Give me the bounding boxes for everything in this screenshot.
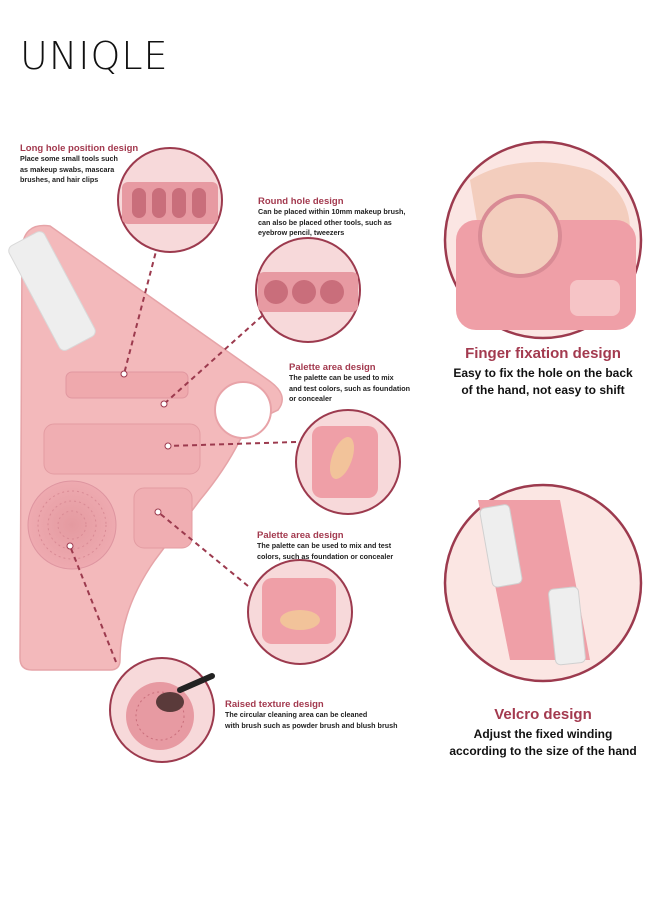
annotation-title: Round hole design [258,196,344,207]
palette-product [8,224,283,671]
annotation-desc-line: The palette can be used to mix and test [257,541,392,550]
annotation-desc-line: with brush such as powder brush and blus… [225,720,398,730]
annotation-desc-line: or concealer [289,394,332,403]
feature-desc-line: Easy to fix the hole on the back [453,366,633,380]
feature-desc-line: Adjust the fixed winding [473,727,613,741]
feature-title: Velcro design [494,706,592,723]
annotation-palette-1: Palette area design The palette can be u… [289,362,449,405]
feature-desc-line: according to the size of the hand [449,744,637,758]
annotation-long-hole: Long hole position design Place some sma… [20,143,160,186]
annotation-desc-line: The circular cleaning area can be cleane… [225,710,368,719]
feature-circle-finger [443,140,643,340]
annotation-title: Long hole position design [20,143,139,154]
annotation-desc-line: can also be placed other tools, such as [258,217,392,227]
brand-logo: UNIQLE [20,34,169,78]
annotation-texture: Raised texture design The circular clean… [225,699,425,731]
feature-velcro-text: Velcro design Adjust the fixed winding a… [430,706,656,760]
feature-desc-line: of the hand, not easy to shift [461,383,625,397]
detail-circle-long-hole [117,147,223,253]
annotation-desc-line: eyebrow pencil, tweezers [258,228,345,237]
annotation-desc-line: colors, such as foundation or concealer [257,551,394,561]
annotation-desc-line: as makeup swabs, mascara [20,164,115,174]
detail-circle-palette-2 [247,559,353,665]
detail-circle-palette-1 [295,409,401,515]
annotation-desc-line: brushes, and hair clips [20,175,99,184]
long-hole-slot [65,371,189,399]
annotation-title: Palette area design [289,362,376,373]
detail-circle-texture [109,657,215,763]
annotation-desc-line: The palette can be used to mix [289,373,394,382]
connector-lines [69,235,297,663]
annotation-desc-line: Can be placed within 10mm makeup brush, [258,207,406,216]
palette-area-rect [43,423,201,475]
annotation-title: Raised texture design [225,699,324,710]
feature-circle-velcro [443,483,643,683]
feature-title: Finger fixation design [465,345,621,362]
feature-finger-text: Finger fixation design Easy to fix the h… [430,345,656,399]
detail-circle-round-hole [255,237,361,343]
annotation-desc-line: Place some small tools such [20,154,118,163]
texture-disc [27,480,117,570]
finger-hole [214,381,272,439]
annotation-round-hole: Round hole design Can be placed within 1… [258,196,458,239]
velcro-strip [8,231,96,351]
annotation-title: Palette area design [257,530,344,541]
annotation-palette-2: Palette area design The palette can be u… [257,530,457,562]
annotation-desc-line: and test colors, such as foundation [289,383,411,393]
palette-area-square [133,487,193,549]
